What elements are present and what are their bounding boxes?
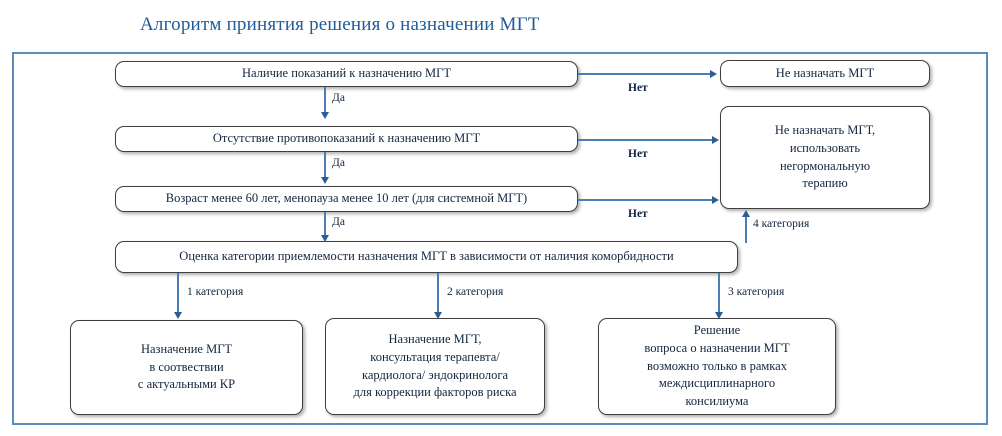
node-category2-outcome[interactable]: Назначение МГТ, консультация терапевта/ … (325, 318, 545, 415)
line-3: негормональную (779, 158, 871, 173)
edge-label-category-2: 2 категория (447, 286, 504, 298)
node-category3-outcome[interactable]: Решение вопроса о назначении МГТ возможн… (598, 318, 836, 415)
arrow-down-icon (433, 312, 442, 319)
edge-label-no-1: Нет (628, 82, 648, 94)
node-no-mht-label: Не назначать МГТ (775, 65, 875, 80)
line-4: междисциплинарного (658, 376, 776, 391)
line-2: использовать (789, 140, 861, 155)
node-category1-outcome[interactable]: Назначение МГТ в соотвествии с актуальны… (70, 320, 303, 415)
node-contraindications-label: Отсутствие противопоказаний к назначению… (212, 131, 481, 146)
edge-label-yes-2: Да (332, 157, 345, 169)
arrow-down-icon (320, 235, 329, 242)
arrow-right-icon (712, 135, 719, 144)
node-category1-outcome-label: Назначение МГТ в соотвествии с актуальны… (79, 341, 294, 394)
line-1: Решение (693, 323, 741, 338)
line-4: для коррекции факторов риска (353, 385, 517, 400)
line-3: возможно только в рамках (647, 358, 787, 373)
line-2: вопроса о назначении МГТ (644, 340, 790, 355)
edge-contraindications-to-age (324, 152, 326, 180)
arrow-right-icon (710, 69, 717, 78)
line-3: с актуальными КР (137, 377, 236, 392)
line-1: Не назначать МГТ, (774, 123, 876, 137)
node-category-assessment-label: Оценка категории приемлемости назначения… (179, 249, 674, 264)
node-age-window[interactable]: Возраст менее 60 лет, менопауза менее 10… (115, 186, 578, 212)
node-no-mht-nonhormonal[interactable]: Не назначать МГТ, использовать негормона… (720, 106, 930, 209)
node-category-assessment[interactable]: Оценка категории приемлемости назначения… (115, 241, 738, 273)
edge-label-category-3: 3 категория (728, 286, 785, 298)
edge-label-yes-1: Да (332, 92, 345, 104)
node-age-window-label: Возраст менее 60 лет, менопауза менее 10… (165, 191, 528, 206)
node-indications[interactable]: Наличие показаний к назначению МГТ (115, 61, 578, 87)
node-category3-outcome-label: Решение вопроса о назначении МГТ возможн… (607, 322, 827, 411)
node-no-mht-nonhormonal-label: Не назначать МГТ, использовать негормона… (729, 122, 921, 193)
arrow-down-icon (173, 312, 182, 319)
node-contraindications[interactable]: Отсутствие противопоказаний к назначению… (115, 126, 578, 152)
edge-label-yes-3: Да (332, 216, 345, 228)
edge-age-to-category-assessment (324, 212, 326, 238)
edge-label-no-3: Нет (628, 208, 648, 220)
line-3: кардиолога/ эндокринолога (361, 367, 509, 382)
node-indications-label: Наличие показаний к назначению МГТ (241, 66, 452, 81)
node-category2-outcome-label: Назначение МГТ, консультация терапевта/ … (334, 331, 536, 402)
arrow-down-icon (320, 177, 329, 184)
edge-category-assessment-to-nonhormonal (745, 216, 747, 243)
line-1: Назначение МГТ (140, 341, 233, 356)
edge-indications-to-no-mht (578, 73, 710, 75)
line-4: терапию (802, 176, 848, 191)
arrow-right-icon (712, 195, 719, 204)
edge-age-to-nonhormonal (578, 199, 712, 201)
edge-label-category-4: 4 категория (753, 218, 810, 230)
arrow-down-icon (320, 112, 329, 119)
edge-label-no-2: Нет (628, 148, 648, 160)
edge-category-2 (437, 273, 439, 315)
edge-indications-to-contraindications (324, 87, 326, 115)
line-1: Назначение МГТ, (388, 332, 482, 346)
line-2: консультация терапевта/ (370, 349, 500, 364)
edge-contraindications-to-nonhormonal (578, 139, 712, 141)
edge-category-3 (718, 273, 720, 315)
line-2: в соотвествии (149, 359, 224, 374)
node-no-mht[interactable]: Не назначать МГТ (720, 60, 930, 87)
line-5: консилиума (685, 394, 749, 409)
arrow-up-icon (741, 210, 750, 217)
page-title: Алгоритм принятия решения о назначении М… (140, 14, 540, 35)
edge-label-category-1: 1 категория (187, 286, 244, 298)
edge-category-1 (177, 273, 179, 315)
arrow-down-icon (714, 312, 723, 319)
